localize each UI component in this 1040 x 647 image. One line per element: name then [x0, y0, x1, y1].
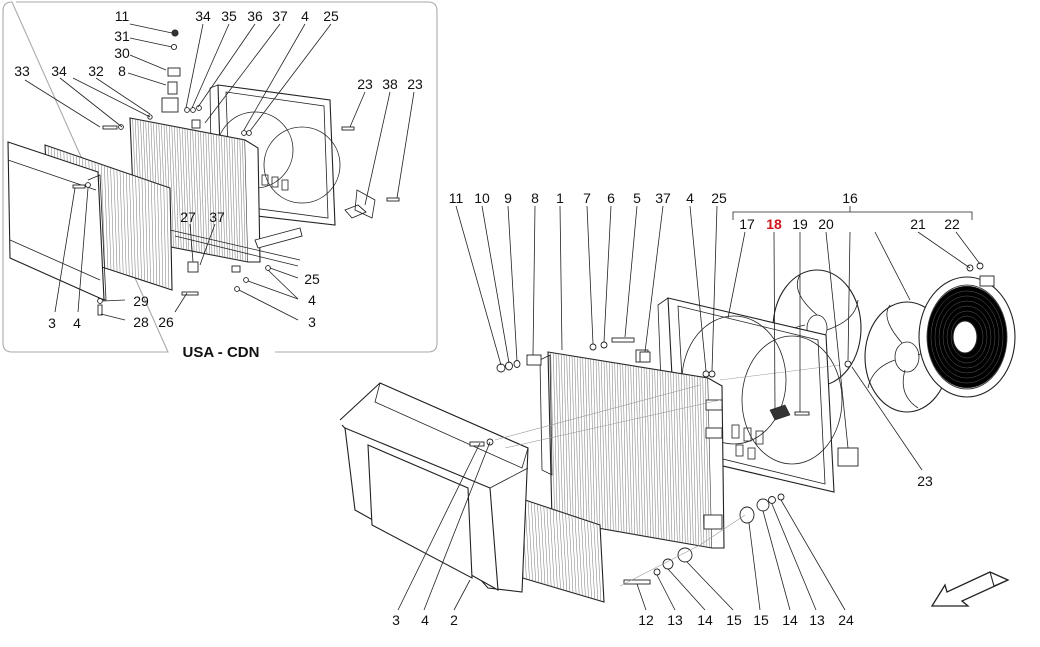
inset-panel: USA - CDN: [2, 1, 438, 361]
fan-motor-assembly: [918, 275, 1016, 398]
main-callout: 5: [633, 190, 641, 206]
air-duct: [339, 382, 529, 593]
main-leaders: [397, 205, 981, 611]
main-callout: 4: [421, 612, 429, 628]
inset-callout: 4: [301, 8, 309, 24]
main-callout-highlighted: 18: [766, 216, 782, 232]
main-callout: 24: [838, 612, 854, 628]
main-callout: 8: [531, 190, 539, 206]
inset-callout: 36: [247, 8, 263, 24]
main-callout: 11: [449, 190, 464, 206]
main-callout: 7: [583, 190, 591, 206]
main-callout: 14: [697, 612, 713, 628]
main-callout: 12: [638, 612, 654, 628]
inset-callout: 30: [114, 45, 130, 61]
inset-callout: 28: [133, 314, 149, 330]
inset-callout: 32: [88, 63, 104, 79]
inset-callout: 37: [272, 8, 288, 24]
inset-callout: 29: [133, 293, 149, 309]
main-callout: 1: [556, 190, 564, 206]
inset-callout: 34: [195, 8, 211, 24]
inset-leaders: [24, 23, 415, 321]
inset-callout: 4: [308, 292, 316, 308]
main-callouts: 11 10 9 8 1 7 6 5 37 4 25 16 17 18 19 20…: [392, 190, 960, 628]
main-callout: 23: [917, 473, 933, 489]
main-callout: 19: [792, 216, 808, 232]
inset-callout: 25: [304, 271, 320, 287]
inset-callout: 11: [115, 8, 130, 24]
inset-lower-fittings: [169, 189, 376, 273]
inset-callout: 23: [407, 76, 423, 92]
inset-callout: 35: [221, 8, 237, 24]
inset-callout: 38: [382, 76, 398, 92]
inset-title: USA - CDN: [183, 344, 260, 361]
main-callout: 22: [944, 216, 960, 232]
inset-callout: 3: [48, 315, 56, 331]
inset-callout: 4: [73, 315, 81, 331]
inset-callout: 31: [114, 28, 130, 44]
main-callout: 13: [809, 612, 825, 628]
arrow-icon: [930, 571, 1010, 607]
main-callout: 17: [739, 216, 755, 232]
inset-callouts: 11 31 30 8 34 35 36 37 4 25 33 34 32 23 …: [14, 8, 423, 331]
upper-fasteners: [469, 262, 984, 447]
main-diagram: 11 10 9 8 1 7 6 5 37 4 25 16 17 18 19 20…: [339, 190, 1016, 628]
main-callout: 15: [726, 612, 742, 628]
main-callout: 2: [450, 612, 458, 628]
main-callout: 4: [686, 190, 694, 206]
inset-callout: 26: [158, 314, 174, 330]
main-callout: 16: [842, 190, 858, 206]
inset-callout: 33: [14, 63, 30, 79]
main-callout: 13: [667, 612, 683, 628]
main-callout: 21: [910, 216, 926, 232]
inset-callout: 27: [180, 209, 196, 225]
main-callout: 3: [392, 612, 400, 628]
radiator: [539, 349, 725, 549]
inset-callout: 34: [51, 63, 67, 79]
guide-lines: [494, 364, 841, 587]
main-callout: 10: [474, 190, 490, 206]
lower-fasteners: [623, 493, 785, 585]
inset-callout: 37: [209, 209, 225, 225]
group-bracket: [732, 206, 973, 220]
main-callout: 37: [655, 190, 671, 206]
main-callout: 15: [753, 612, 769, 628]
inset-callout: 23: [357, 76, 373, 92]
main-callout: 20: [818, 216, 834, 232]
main-callout: 6: [607, 190, 615, 206]
main-callout: 14: [782, 612, 798, 628]
main-callout: 25: [711, 190, 727, 206]
inset-callout: 8: [118, 63, 126, 79]
main-callout: 9: [504, 190, 512, 206]
inset-callout: 25: [323, 8, 339, 24]
inset-callout: 3: [308, 314, 316, 330]
